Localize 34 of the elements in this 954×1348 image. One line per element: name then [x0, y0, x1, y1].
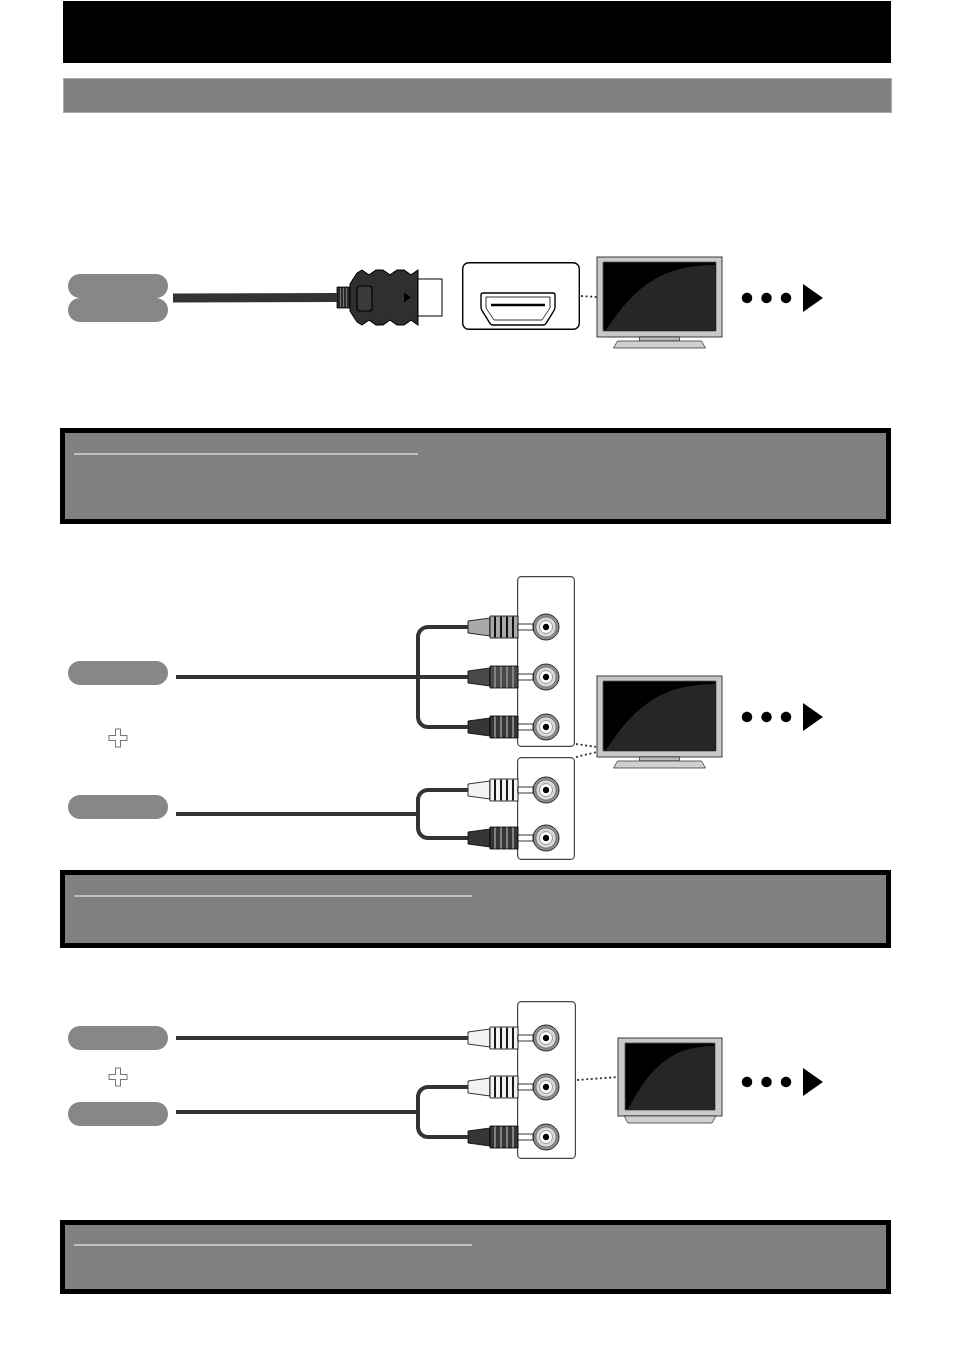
title-bar [63, 1, 891, 63]
rca-plug [467, 715, 534, 739]
cable [416, 1085, 468, 1098]
rca-plug [467, 1075, 534, 1099]
leader-line [576, 1076, 619, 1081]
rca-plug [467, 826, 534, 850]
cable-split [416, 1097, 420, 1127]
double-label-pill [68, 274, 168, 322]
rca-plug [467, 1125, 534, 1149]
leader-line [575, 751, 598, 758]
label-pill [68, 1102, 168, 1126]
cable [416, 1126, 468, 1139]
note-box [60, 1220, 891, 1294]
label-pill [68, 1026, 168, 1050]
cable [416, 788, 468, 801]
crt-tv [617, 1037, 723, 1124]
hdmi-plug [336, 269, 443, 326]
rca-plug [467, 615, 534, 639]
cable [416, 827, 468, 840]
rca-plug [467, 778, 534, 802]
label-pill [68, 795, 168, 819]
flat-tv [596, 675, 723, 769]
rca-plug [467, 1026, 534, 1050]
note-box [60, 870, 891, 948]
cable-split [416, 637, 420, 717]
cable [420, 675, 468, 679]
cable-split [416, 800, 420, 828]
rca-plug [467, 665, 534, 689]
leader-line [575, 743, 598, 748]
leader-line [580, 295, 598, 298]
note-box [60, 428, 891, 524]
section-band [63, 78, 892, 113]
label-pill [68, 661, 168, 685]
flat-tv [596, 256, 723, 349]
